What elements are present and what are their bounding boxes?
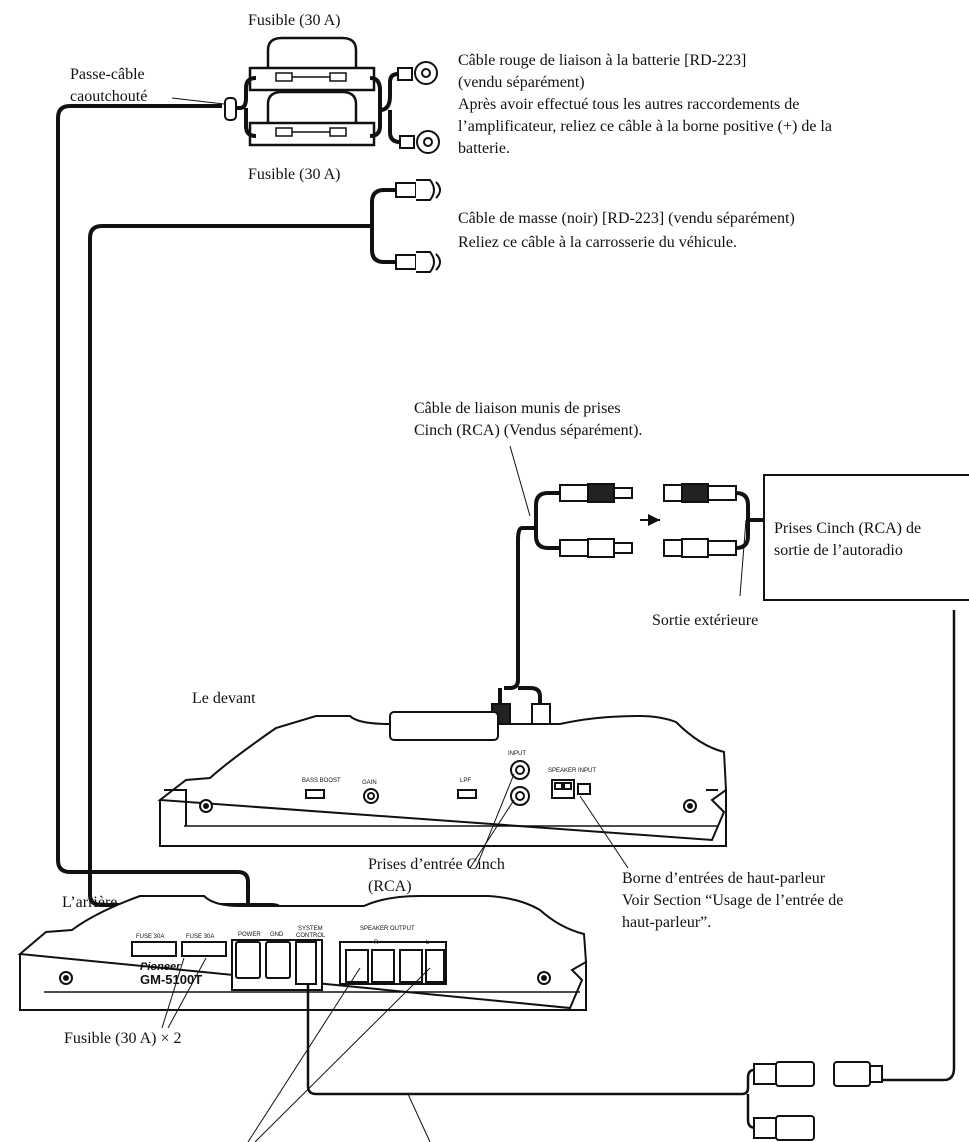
rear-ch-r: R [374, 940, 379, 946]
label-ground-1: Câble de masse (noir) [RD-223] (vendu sé… [458, 210, 795, 227]
rca-cable [498, 491, 560, 704]
amplifier-rear [17, 895, 588, 1011]
rear-speaker-output: SPEAKER OUTPUT [360, 926, 415, 932]
ring-terminal-icon [397, 61, 440, 154]
label-ext-out: Sortie extérieure [652, 612, 759, 629]
rear-brand: Pioneer [140, 961, 181, 973]
label-rca-in-1: Prises d’entrée Cinch [368, 856, 505, 873]
label-headunit-1: Prises Cinch (RCA) de [774, 520, 922, 537]
leader-rca-in-a [469, 799, 515, 869]
spade-terminal-icon [395, 179, 441, 273]
leader-fuse-a [161, 957, 185, 1029]
rear-ground: GND [270, 932, 284, 938]
leader-speaker-out-b [254, 967, 431, 1142]
leader-rca-in-b [475, 773, 515, 869]
headunit-cable [735, 491, 764, 550]
arrow-head-icon [648, 514, 660, 526]
label-grommet-1: Passe-câble [70, 66, 145, 83]
fuse-holder-top [248, 36, 376, 92]
power-cable [56, 72, 401, 905]
rear-power: POWER [238, 932, 261, 938]
label-red-cable-5: batterie. [458, 140, 510, 157]
front-speaker-input: SPEAKER INPUT [548, 768, 596, 774]
front-gain: GAIN [362, 780, 377, 786]
rear-fuse-a: FUSE 30A [136, 934, 164, 940]
leader-fuse-b [167, 957, 207, 1029]
label-spk-in-1: Borne d’entrées de haut-parleur [622, 870, 826, 887]
label-fuse-x2: Fusible (30 A) × 2 [64, 1030, 182, 1047]
label-spk-in-3: haut-parleur”. [622, 914, 712, 931]
label-grommet-2: caoutchouté [70, 88, 148, 105]
label-front: Le devant [192, 690, 256, 707]
label-headunit-2: sortie de l’autoradio [774, 542, 903, 559]
leader-remote [407, 1093, 431, 1142]
leader-rca-cable [509, 445, 531, 517]
label-ground-2: Reliez ce câble à la carrosserie du véhi… [458, 234, 737, 251]
label-rca-cable-1: Câble de liaison munis de prises [414, 400, 621, 417]
label-red-cable-2: (vendu séparément) [458, 74, 585, 91]
remote-connector-icon [753, 1061, 883, 1141]
front-bass-boost: BASS BOOST [302, 778, 341, 784]
label-rca-cable-2: Cinch (RCA) (Vendus séparément). [414, 422, 643, 439]
rear-ch-l: L [426, 940, 430, 946]
leader-ext-out [739, 519, 747, 597]
label-spk-in-2: Voir Section “Usage de l’entrée de [622, 892, 844, 909]
label-red-cable-1: Câble rouge de liaison à la batterie [RD… [458, 52, 747, 69]
rubber-grommet [224, 97, 237, 121]
head-unit-box [763, 474, 969, 601]
fuse-holder-bottom [248, 90, 376, 147]
rear-model: GM-5100T [140, 972, 202, 987]
label-red-cable-4: l’amplificateur, reliez ce câble à la bo… [458, 118, 832, 135]
label-red-cable-3: Après avoir effectué tous les autres rac… [458, 96, 800, 113]
rear-control: CONTROL [296, 933, 326, 939]
rear-system: SYSTEM [298, 926, 323, 932]
label-rca-in-2: (RCA) [368, 878, 412, 895]
leader-speaker-in [579, 795, 629, 869]
label-rear: L’arrière [62, 894, 118, 911]
amplifier-front [157, 711, 728, 847]
label-fuse-bottom: Fusible (30 A) [248, 166, 341, 183]
rear-fuse-b: FUSE 30A [186, 934, 214, 940]
front-input: INPUT [508, 751, 526, 757]
label-fuse-top: Fusible (30 A) [248, 12, 341, 29]
leader-speaker-out-a [247, 967, 361, 1142]
front-lpf: LPF [460, 778, 471, 784]
